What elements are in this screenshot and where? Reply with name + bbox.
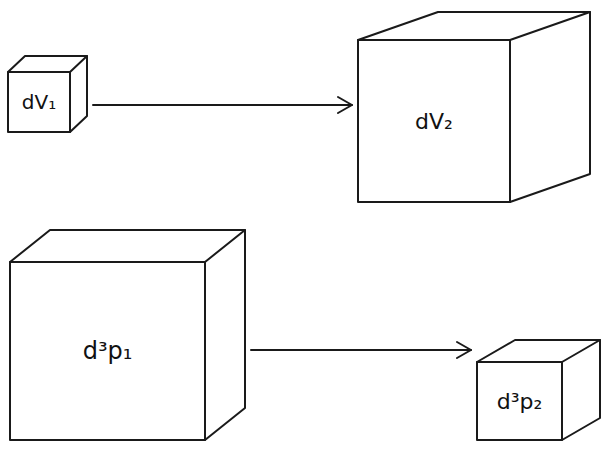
cube-front — [477, 362, 562, 440]
cube-front-face: d³p₁ — [10, 262, 205, 440]
cube-label: dV₁ — [22, 90, 56, 114]
cube-node: dV₂ — [358, 12, 590, 202]
cube-top — [8, 56, 87, 72]
cube-front — [8, 72, 70, 132]
cube-outline — [358, 12, 590, 202]
cube-node: d³p₁ — [10, 230, 245, 440]
cube-front-face: dV₁ — [8, 72, 70, 132]
arrow-connector — [251, 342, 471, 358]
cube-label: d³p₁ — [83, 337, 133, 365]
cube-side — [205, 230, 245, 440]
cube-front-face: dV₂ — [358, 40, 510, 202]
arrow-connector — [93, 97, 352, 113]
arrow-head — [457, 342, 471, 358]
cube-side — [562, 340, 600, 440]
cube-top — [358, 12, 590, 40]
cube-top — [10, 230, 245, 262]
arrow-shaft — [251, 349, 471, 351]
cube-node: d³p₂ — [477, 340, 600, 440]
cube-top — [477, 340, 600, 362]
cube-front — [358, 40, 510, 202]
cube-front-face: d³p₂ — [477, 362, 562, 440]
arrow-head — [338, 97, 352, 113]
arrow-shaft — [93, 104, 352, 106]
cube-node: dV₁ — [8, 56, 87, 132]
cube-label: dV₂ — [415, 109, 453, 134]
cube-front — [10, 262, 205, 440]
cube-side — [70, 56, 87, 132]
cube-label: d³p₂ — [497, 389, 543, 414]
cube-side — [510, 12, 590, 202]
cube-outline — [10, 230, 245, 440]
